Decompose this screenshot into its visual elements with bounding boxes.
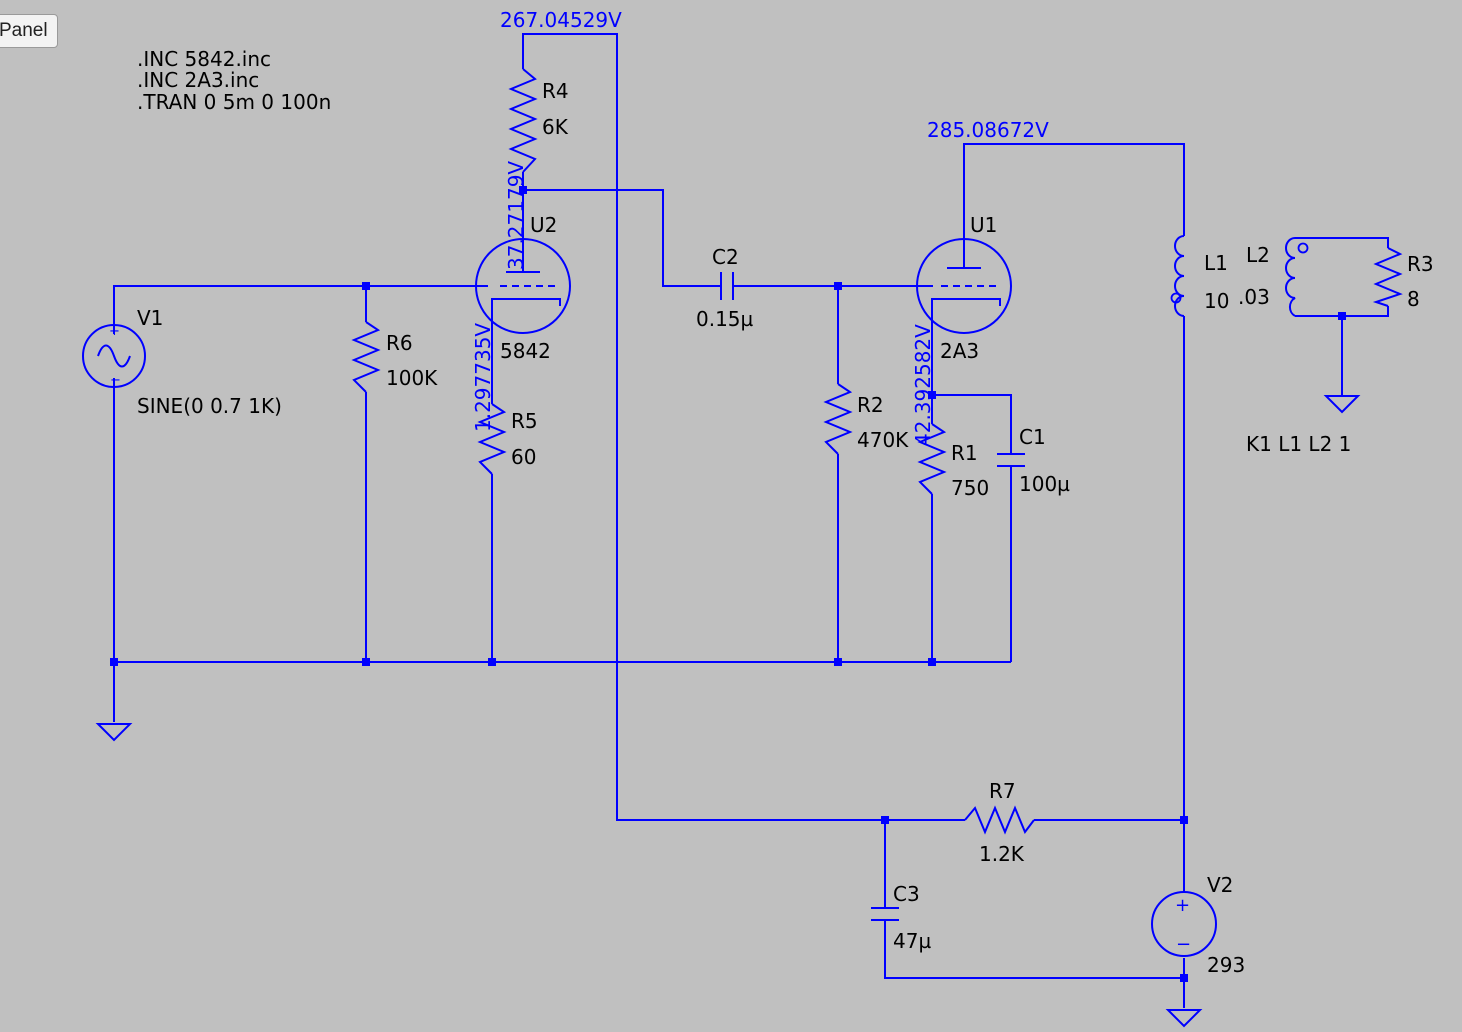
c3-value: 47µ — [893, 929, 931, 953]
capacitor-C3[interactable]: C3 47µ — [871, 882, 931, 953]
svg-text:−: − — [110, 373, 121, 388]
u2-name: U2 — [530, 213, 557, 237]
r1-name: R1 — [951, 441, 978, 465]
resistor-R1[interactable]: R1 750 — [917, 423, 989, 500]
l2-value: .03 — [1238, 285, 1270, 309]
node-voltage-267: 267.04529V — [500, 8, 622, 32]
ground-icon — [95, 723, 133, 742]
spice-directives[interactable]: .INC 5842.inc .INC 2A3.inc .TRAN 0 5m 0 … — [137, 47, 1351, 456]
resistor-R3[interactable]: R3 8 — [1372, 247, 1434, 311]
r2-value: 470K — [857, 428, 909, 452]
r6-name: R6 — [386, 331, 413, 355]
c3-name: C3 — [893, 882, 920, 906]
v2-name: V2 — [1207, 873, 1233, 897]
ground-icon — [1323, 395, 1361, 414]
inductor-L2[interactable]: L2 .03 — [1238, 237, 1309, 317]
dc-source-V2[interactable]: + − V2 293 — [1151, 873, 1245, 977]
directive-tran: .TRAN 0 5m 0 100n — [137, 90, 331, 114]
u2-value: 5842 — [500, 339, 551, 363]
svg-text:+: + — [1175, 895, 1190, 916]
resistor-R2[interactable]: R2 470K — [823, 383, 909, 455]
r5-value: 60 — [511, 445, 536, 469]
l2-name: L2 — [1246, 243, 1270, 267]
resistor-R7[interactable]: R7 1.2K — [964, 779, 1035, 866]
u1-name: U1 — [970, 213, 997, 237]
resistor-R5[interactable]: R5 60 — [477, 403, 538, 475]
c1-name: C1 — [1019, 425, 1046, 449]
r3-name: R3 — [1407, 252, 1434, 276]
c1-value: 100µ — [1019, 472, 1070, 496]
r7-value: 1.2K — [979, 842, 1025, 866]
v1-value: SINE(0 0.7 1K) — [137, 394, 282, 418]
svg-text:−: − — [1176, 934, 1191, 955]
triode-U1[interactable]: U1 2A3 — [916, 213, 1012, 363]
r4-name: R4 — [542, 79, 569, 103]
sine-source-V1[interactable]: + − V1 SINE(0 0.7 1K) — [82, 306, 282, 418]
node-voltage-37: 37.27179V — [504, 161, 528, 270]
r1-value: 750 — [951, 476, 989, 500]
panel-tab[interactable]: Panel — [0, 14, 58, 48]
c2-name: C2 — [712, 245, 739, 269]
v2-value: 293 — [1207, 953, 1245, 977]
triode-U2[interactable]: U2 5842 — [475, 213, 571, 363]
r7-name: R7 — [989, 779, 1016, 803]
resistor-R6[interactable]: R6 100K — [351, 321, 438, 393]
directive-inc-2a3: .INC 2A3.inc — [137, 68, 259, 92]
node-voltage-42: 42.392582V — [911, 324, 935, 446]
node-voltage-285: 285.08672V — [927, 118, 1049, 142]
node-voltage-1297: 1.297735V — [471, 323, 495, 432]
ground-icon — [1165, 1009, 1203, 1028]
v1-name: V1 — [137, 306, 163, 330]
resistor-R4[interactable]: R4 6K — [508, 68, 569, 173]
voltage-labels: 267.04529V 285.08672V 37.27179V 1.297735… — [471, 8, 1049, 446]
svg-text:+: + — [109, 324, 120, 339]
l1-value: 10 — [1204, 289, 1229, 313]
directive-coupling: K1 L1 L2 1 — [1246, 432, 1351, 456]
c2-value: 0.15µ — [696, 307, 754, 331]
r2-name: R2 — [857, 393, 884, 417]
r4-value: 6K — [542, 115, 569, 139]
junction-dots — [110, 186, 1346, 982]
inductor-L1[interactable]: L1 10 — [1170, 235, 1230, 317]
r5-name: R5 — [511, 409, 538, 433]
directive-inc-5842: .INC 5842.inc — [137, 47, 271, 71]
wires — [113, 33, 1389, 1008]
capacitor-C1[interactable]: C1 100µ — [997, 425, 1070, 496]
r3-value: 8 — [1407, 287, 1420, 311]
u1-value: 2A3 — [940, 339, 979, 363]
r6-value: 100K — [386, 366, 438, 390]
ground-symbols — [95, 395, 1361, 1028]
l1-name: L1 — [1204, 251, 1228, 275]
capacitor-C2[interactable]: C2 0.15µ — [696, 245, 754, 331]
